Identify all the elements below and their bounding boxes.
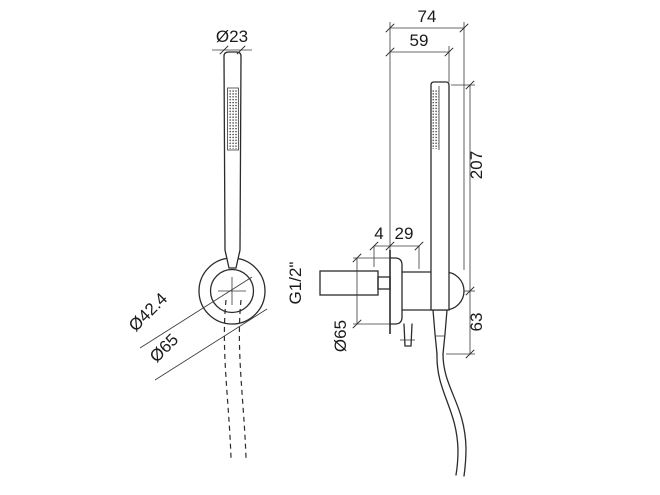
escutcheon-plate-side — [389, 257, 403, 325]
spray-nozzles-side — [432, 89, 439, 149]
dim-plate-offset: 4 — [374, 224, 383, 243]
front-view: Ø23 Ø42.4 Ø65 — [125, 27, 268, 459]
wand-outlet-cone-left — [432, 309, 438, 355]
leader-inner-diameter — [139, 276, 253, 349]
dim-holder-inner-diameter: Ø42.4 — [125, 289, 171, 335]
hose-hidden-left-edge — [223, 299, 232, 459]
dim-drop-below-axis: 63 — [467, 313, 486, 332]
holder-inner-circle — [209, 268, 255, 314]
side-view: 74 59 G1/2" — [286, 7, 486, 477]
dim-head-diameter: Ø23 — [216, 27, 248, 46]
handshower-wand-front — [223, 51, 242, 269]
dim-face-depth: 59 — [410, 31, 429, 50]
dim-escutcheon-diameter-side: Ø65 — [331, 320, 350, 352]
spray-nozzles-front — [228, 89, 238, 149]
elbow-outlet-cone — [403, 323, 413, 347]
hose-hidden-right-edge — [238, 299, 247, 459]
spray-face-outline-front — [227, 87, 239, 151]
dim-bracket-depth: 29 — [395, 224, 414, 243]
dim-total-depth: 74 — [418, 7, 437, 26]
wand-outlet-cone-right — [442, 309, 448, 355]
hose-side-left-edge — [436, 353, 459, 476]
holder-arm-side — [401, 271, 465, 311]
dim-escutcheon-diameter-front: Ø65 — [146, 330, 182, 366]
nipple-stem — [377, 276, 391, 290]
threaded-nipple — [319, 270, 379, 296]
dim-wand-length: 207 — [467, 151, 486, 179]
leader-outer-diameter — [154, 308, 268, 381]
dim-thread-size: G1/2" — [286, 262, 305, 305]
hose-side-right-edge — [442, 353, 467, 477]
